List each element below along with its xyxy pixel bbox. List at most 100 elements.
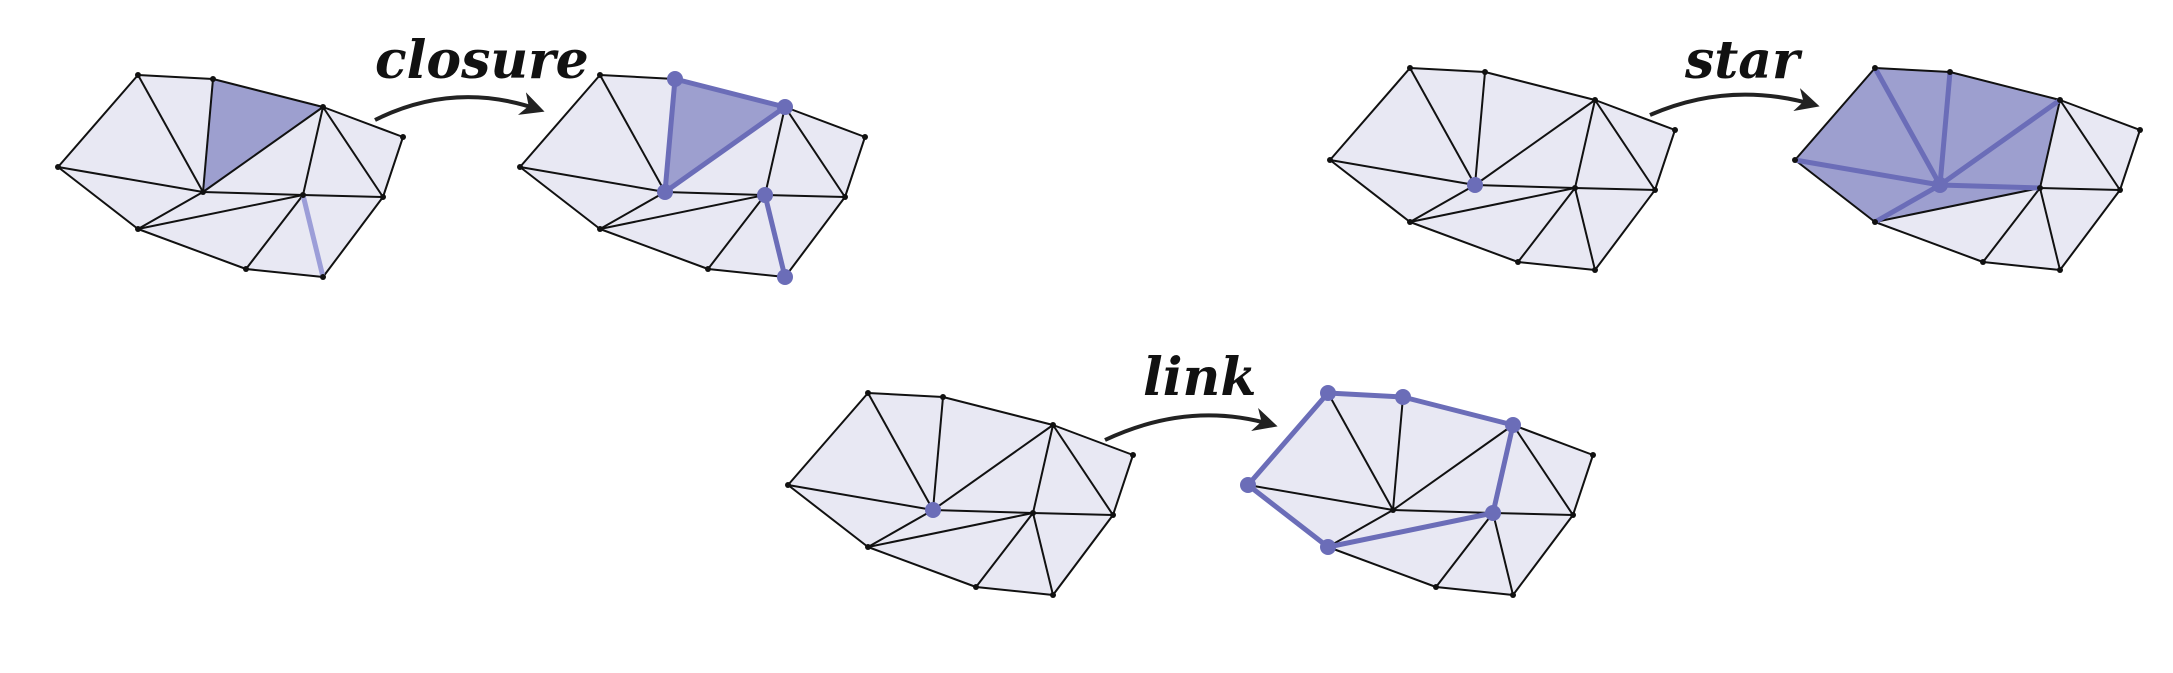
mesh-edge [137,74,204,193]
closure-after-mesh [517,71,868,285]
mesh-face [868,393,943,510]
mesh-vertex [1030,510,1036,516]
mesh-edge [1874,221,1984,263]
mesh-edge [1572,454,1594,516]
mesh-edge [867,392,934,511]
mesh-edge [2039,99,2061,189]
mesh-edge [1794,159,1876,223]
mesh-edge [1949,71,2061,101]
highlighted-face [203,79,323,192]
mesh-edge [1392,396,1404,511]
mesh-edge [1982,187,2041,263]
highlighted-face [1940,72,2060,185]
mesh-edge [1474,71,1486,186]
mesh-edge [599,194,766,230]
star-label: star [1684,30,1803,91]
mesh-edge [245,268,324,278]
mesh-edge [942,396,1054,426]
mesh-edge [1032,512,1054,596]
mesh-edge [932,509,1034,514]
mesh-edge [975,586,1054,596]
mesh-edge [764,194,846,198]
mesh-edge [1594,99,1676,131]
mesh-vertex [2117,187,2123,193]
mesh-edge [202,106,324,193]
mesh-edge [932,424,1054,511]
mesh-edge [1329,159,1476,186]
highlighted-vertex [1505,417,1521,433]
highlighted-edge [1400,394,1516,428]
mesh-edge [57,74,139,168]
mesh-edge [1517,261,1596,271]
highlighted-edge [1937,69,1953,188]
mesh-face [1410,68,1485,185]
mesh-edge [2039,187,2061,271]
mesh-vertex [1130,452,1136,458]
mesh-vertex [200,189,206,195]
highlighted-edge [672,76,788,110]
mesh-edge [202,78,214,193]
mesh-face [520,75,665,192]
link-arrow [1104,407,1278,442]
mesh-edge [1409,67,1486,73]
link-label: link [1143,347,1256,408]
mesh-edge [519,166,601,230]
mesh-vertex [1592,267,1598,273]
mesh-edge [599,191,666,230]
mesh-face [1330,68,1475,185]
mesh-edge [57,166,204,193]
mesh-vertex [1652,187,1658,193]
mesh-face [1518,188,1595,270]
mesh-edge [1032,512,1114,516]
mesh-edge [599,74,676,80]
highlighted-edge [1872,182,1943,225]
mesh-face [1493,425,1573,515]
mesh-vertex [1672,127,1678,133]
mesh-edge [245,194,304,270]
mesh-face [765,107,845,197]
mesh-edge [382,136,404,198]
highlighted-vertex [667,71,683,87]
mesh-edge [867,392,944,398]
mesh-edge [1409,221,1519,263]
mesh-face [520,167,665,229]
mesh-edge [1594,189,1656,271]
mesh-edge [1512,424,1574,516]
mesh-edge [137,228,247,270]
highlighted-vertex [1932,177,1948,193]
mesh-edge [664,191,766,196]
highlighted-vertex [657,184,673,200]
mesh-vertex [2137,127,2143,133]
mesh-edge [1327,392,1394,511]
mesh-edge [707,268,786,278]
mesh-edge [2119,129,2141,191]
closure-before-mesh [55,72,406,280]
mesh-vertex [1407,65,1413,71]
mesh-face [788,393,933,510]
mesh-edge [1435,586,1514,596]
mesh-vertex [380,194,386,200]
mesh-vertex [2037,185,2043,191]
mesh-edge [975,512,1034,588]
mesh-vertex [210,76,216,82]
mesh-vertex [785,482,791,488]
mesh-edge [1594,99,1656,191]
highlighted-vertex [777,269,793,285]
mesh-face [138,75,213,192]
mesh-edge [1392,509,1494,514]
mesh-face [1393,397,1513,510]
mesh-vertex [1050,422,1056,428]
mesh-edge [1247,484,1394,511]
mesh-edge [1517,187,1576,263]
mesh-face [1033,425,1113,515]
mesh-edge [784,106,866,138]
mesh-vertex [1570,512,1576,518]
highlighted-vertex [777,99,793,115]
mesh-face [933,397,1053,510]
highlighted-edge [1872,65,1943,188]
highlighted-vertex [1467,177,1483,193]
link-after-mesh [1240,385,1596,598]
mesh-vertex [1327,157,1333,163]
mesh-face [303,195,383,277]
mesh-edge [787,484,934,511]
